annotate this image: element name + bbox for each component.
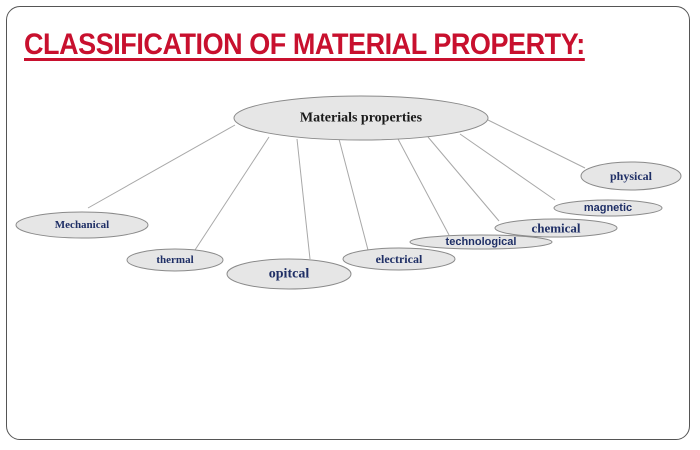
root-node-label: Materials properties — [300, 111, 423, 126]
node-magnetic-label: magnetic — [584, 202, 632, 214]
node-electrical-label: electrical — [376, 252, 423, 266]
node-thermal-label: thermal — [156, 254, 193, 266]
node-technological: technological — [409, 234, 553, 250]
node-mechanical-shape — [15, 211, 149, 239]
node-chemical-label: chemical — [531, 221, 580, 236]
edge-physical — [487, 119, 586, 169]
slide-title: CLASSIFICATION OF MATERIAL PROPERTY: — [24, 28, 585, 61]
node-chemical: chemical — [494, 218, 618, 238]
node-magnetic: magnetic — [553, 199, 663, 217]
edge-mechanical — [87, 124, 236, 209]
edge-technological — [397, 138, 450, 236]
node-chemical-shape — [494, 218, 618, 238]
node-electrical-shape — [342, 247, 456, 271]
node-physical-label: physical — [610, 169, 653, 183]
node-opitcal-label: opitcal — [269, 267, 310, 282]
node-thermal-shape — [126, 248, 224, 272]
edge-electrical — [338, 138, 369, 251]
root-node: Materials properties — [233, 95, 489, 141]
node-magnetic-shape — [553, 199, 663, 217]
node-opitcal: opitcal — [226, 258, 352, 290]
node-thermal: thermal — [126, 248, 224, 272]
node-opitcal-shape — [226, 258, 352, 290]
diagram-edges — [87, 119, 586, 260]
node-mechanical-label: Mechanical — [55, 219, 109, 231]
node-technological-shape — [409, 234, 553, 250]
edge-magnetic — [459, 133, 556, 201]
child-nodes: Mechanical thermal opitcal electrical techno… — [15, 161, 682, 290]
node-electrical: electrical — [342, 247, 456, 271]
node-mechanical: Mechanical — [15, 211, 149, 239]
node-physical-shape — [580, 161, 682, 191]
root-node-shape — [233, 95, 489, 141]
node-technological-label: technological — [446, 236, 517, 248]
node-physical: physical — [580, 161, 682, 191]
edge-opitcal — [296, 138, 311, 260]
edge-thermal — [194, 136, 270, 251]
edge-chemical — [427, 136, 500, 222]
